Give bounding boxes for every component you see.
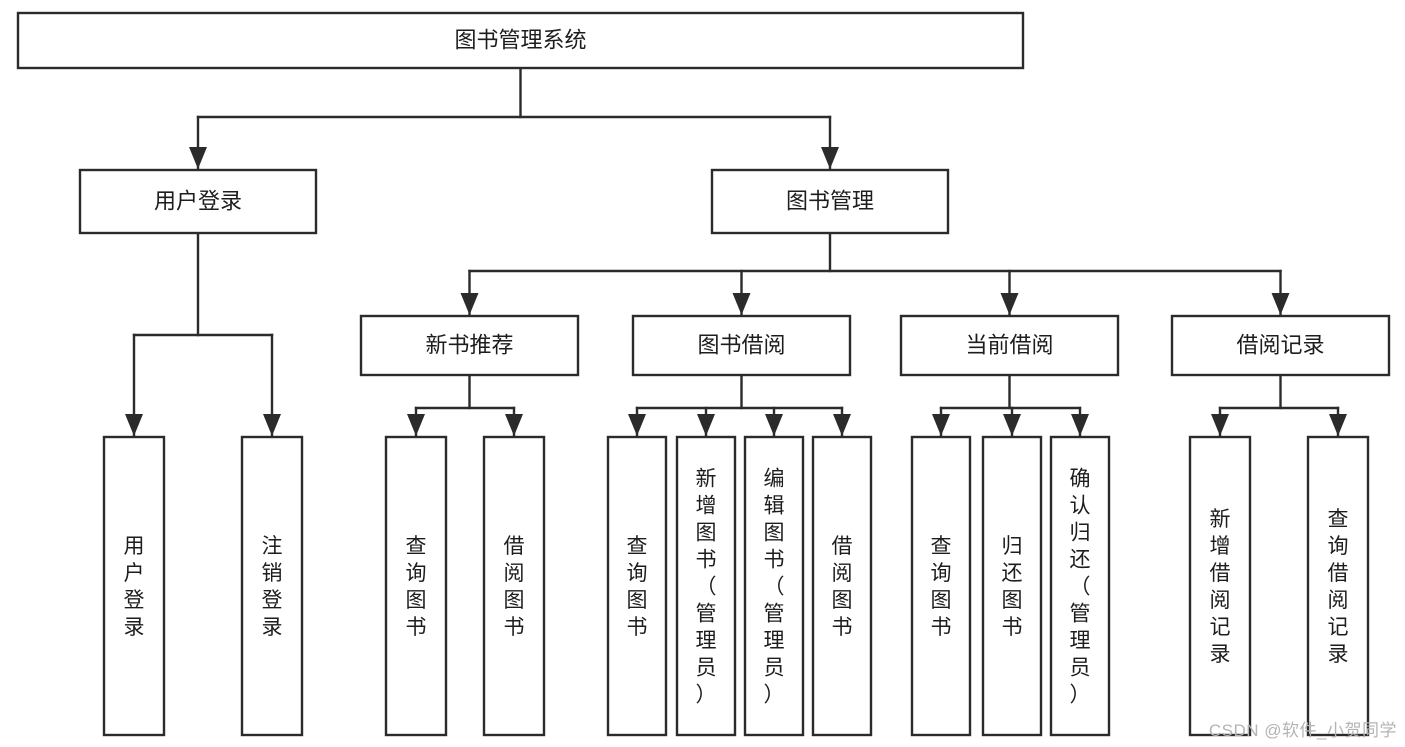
node-borrow-record-label: 借阅记录 (1236, 332, 1324, 357)
node-layer: 图书管理系统用户登录图书管理新书推荐图书借阅当前借阅借阅记录用户登录注销登录查询… (16, 11, 1391, 737)
node-leaf-add-record-label: 新增借阅记录 (1210, 508, 1231, 666)
node-leaf-query-book-2[interactable]: 查询图书 (606, 435, 668, 737)
node-book-borrow[interactable]: 图书借阅 (631, 314, 852, 377)
watermark: CSDN @软件_小贺同学 (1208, 721, 1397, 740)
node-leaf-user-login-label: 用户登录 (124, 535, 145, 639)
node-new-book-rec-box[interactable] (359, 314, 580, 377)
node-user-login[interactable]: 用户登录 (78, 168, 318, 235)
node-leaf-user-login-box[interactable] (102, 435, 166, 737)
node-leaf-query-book-3-box[interactable] (910, 435, 972, 737)
node-leaf-query-book-3-label: 查询图书 (931, 535, 952, 639)
node-book-manage-label: 图书管理 (786, 188, 874, 213)
node-leaf-return-book[interactable]: 归还图书 (981, 435, 1043, 737)
node-leaf-add-book-box[interactable] (675, 435, 737, 737)
node-root-system-label: 图书管理系统 (454, 27, 586, 52)
node-leaf-return-book-label: 归还图书 (1002, 535, 1023, 639)
node-leaf-query-book-1-box[interactable] (384, 435, 448, 737)
node-leaf-add-book-label: 新增图书（管理员） (696, 468, 717, 707)
node-borrow-record-box[interactable] (1170, 314, 1391, 377)
node-leaf-query-record-box[interactable] (1306, 435, 1370, 737)
node-user-login-box[interactable] (78, 168, 318, 235)
node-book-manage-box[interactable] (710, 168, 950, 235)
node-root-system[interactable]: 图书管理系统 (16, 11, 1025, 70)
node-leaf-query-book-2-label: 查询图书 (627, 535, 648, 639)
node-user-login-label: 用户登录 (154, 188, 242, 213)
node-leaf-query-book-1[interactable]: 查询图书 (384, 435, 448, 737)
node-leaf-borrow-book-1[interactable]: 借阅图书 (482, 435, 546, 737)
node-book-borrow-label: 图书借阅 (697, 332, 785, 357)
node-leaf-return-book-box[interactable] (981, 435, 1043, 737)
node-current-borrow-box[interactable] (899, 314, 1120, 377)
node-leaf-logout-box[interactable] (240, 435, 304, 737)
node-leaf-borrow-book-1-box[interactable] (482, 435, 546, 737)
node-leaf-borrow-book-1-label: 借阅图书 (504, 535, 525, 639)
node-leaf-query-book-3[interactable]: 查询图书 (910, 435, 972, 737)
node-current-borrow-label: 当前借阅 (965, 332, 1053, 357)
node-leaf-borrow-book-2[interactable]: 借阅图书 (811, 435, 873, 737)
node-leaf-query-record[interactable]: 查询借阅记录 (1306, 435, 1370, 737)
node-borrow-record[interactable]: 借阅记录 (1170, 314, 1391, 377)
node-leaf-borrow-book-2-box[interactable] (811, 435, 873, 737)
node-root-system-box[interactable] (16, 11, 1025, 70)
node-leaf-add-record[interactable]: 新增借阅记录 (1188, 435, 1252, 737)
node-leaf-query-book-1-label: 查询图书 (406, 535, 427, 639)
node-leaf-borrow-book-2-label: 借阅图书 (832, 535, 853, 639)
node-leaf-edit-book[interactable]: 编辑图书（管理员） (743, 435, 805, 737)
node-leaf-confirm-return-box[interactable] (1049, 435, 1111, 737)
node-leaf-logout-label: 注销登录 (262, 535, 283, 639)
node-new-book-rec[interactable]: 新书推荐 (359, 314, 580, 377)
node-leaf-add-record-box[interactable] (1188, 435, 1252, 737)
node-leaf-edit-book-box[interactable] (743, 435, 805, 737)
node-leaf-confirm-return-label: 确认归还（管理员） (1070, 468, 1091, 707)
node-leaf-edit-book-label: 编辑图书（管理员） (764, 468, 785, 707)
node-leaf-query-record-label: 查询借阅记录 (1328, 508, 1349, 666)
node-leaf-query-book-2-box[interactable] (606, 435, 668, 737)
node-book-manage[interactable]: 图书管理 (710, 168, 950, 235)
node-book-borrow-box[interactable] (631, 314, 852, 377)
connector-layer (125, 66, 1347, 438)
node-current-borrow[interactable]: 当前借阅 (899, 314, 1120, 377)
node-leaf-logout[interactable]: 注销登录 (240, 435, 304, 737)
node-leaf-user-login[interactable]: 用户登录 (102, 435, 166, 737)
node-leaf-confirm-return[interactable]: 确认归还（管理员） (1049, 435, 1111, 737)
node-new-book-rec-label: 新书推荐 (425, 332, 513, 357)
node-leaf-add-book[interactable]: 新增图书（管理员） (675, 435, 737, 737)
